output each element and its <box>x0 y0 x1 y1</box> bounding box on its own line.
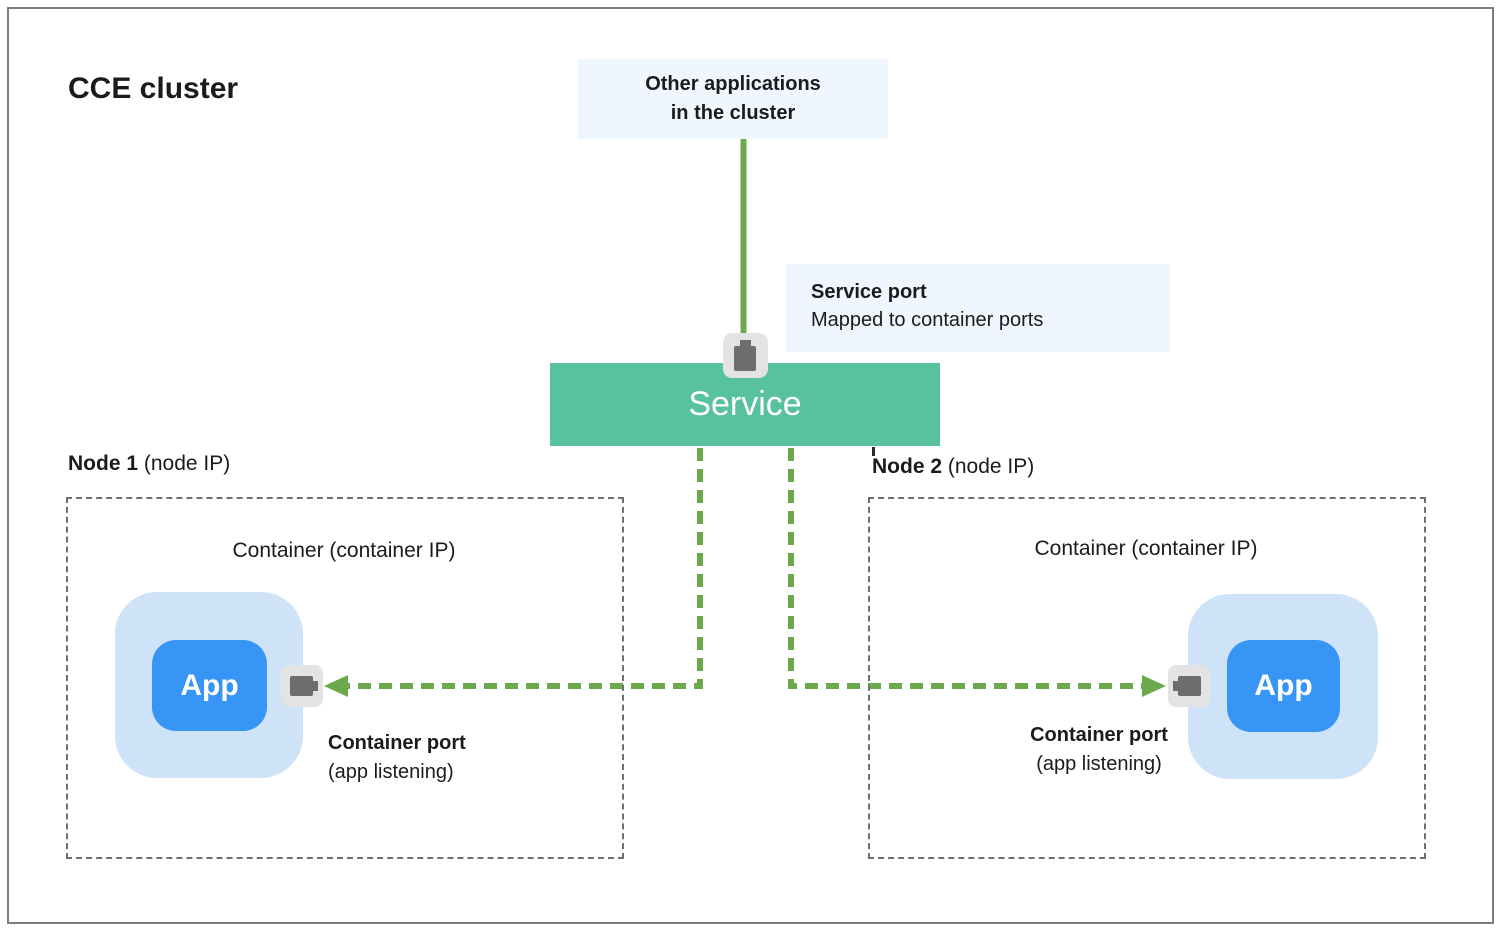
cluster-title: CCE cluster <box>68 72 239 105</box>
node2-port-subtitle: (app listening) <box>1036 753 1162 775</box>
service-port-subtitle: Mapped to container ports <box>811 309 1044 331</box>
node1-name: Node 1 <box>68 452 139 475</box>
node1-container-port-icon <box>281 665 323 707</box>
node2-port-note: Container port (app listening) <box>1020 721 1178 779</box>
node1-label: Node 1 (node IP) <box>68 452 230 476</box>
service-label: Service <box>688 385 802 423</box>
node1-app-box: App <box>152 640 267 731</box>
node2-container-port-icon <box>1168 665 1210 707</box>
port-body <box>290 676 313 696</box>
service-port-title: Service port <box>811 281 927 303</box>
node2-label: Node 2 (node IP) <box>872 455 1034 479</box>
node2-app-box: App <box>1227 640 1340 732</box>
node2-boundary <box>868 497 1426 859</box>
node1-app-label: App <box>180 668 239 702</box>
node1-container-label: Container (container IP) <box>232 539 456 562</box>
node1-port-note: Container port (app listening) <box>328 729 466 787</box>
node2-port-title: Container port <box>1030 724 1168 746</box>
other-apps-line1: Other applications <box>645 73 821 95</box>
cluster-boundary-frame <box>7 7 1494 924</box>
service-port-icon <box>723 333 768 378</box>
node2-ip: (node IP) <box>942 455 1035 478</box>
port-tab <box>313 681 318 691</box>
node1-port-subtitle: (app listening) <box>328 761 454 783</box>
port-body <box>734 346 756 371</box>
port-tab <box>740 340 751 347</box>
node2-name: Node 2 <box>872 455 943 478</box>
node2-app-label: App <box>1254 669 1313 702</box>
other-apps-label: Other applications in the cluster <box>578 59 888 139</box>
port-tab <box>1173 681 1178 691</box>
stray-tick-mark <box>872 447 875 456</box>
node1-port-title: Container port <box>328 732 466 754</box>
node1-boundary <box>66 497 624 859</box>
port-body <box>1178 676 1201 696</box>
node2-container-label: Container (container IP) <box>1034 537 1258 560</box>
node1-ip: (node IP) <box>138 452 231 475</box>
service-port-note: Service port Mapped to container ports <box>786 264 1170 352</box>
other-apps-line2: in the cluster <box>670 102 796 124</box>
